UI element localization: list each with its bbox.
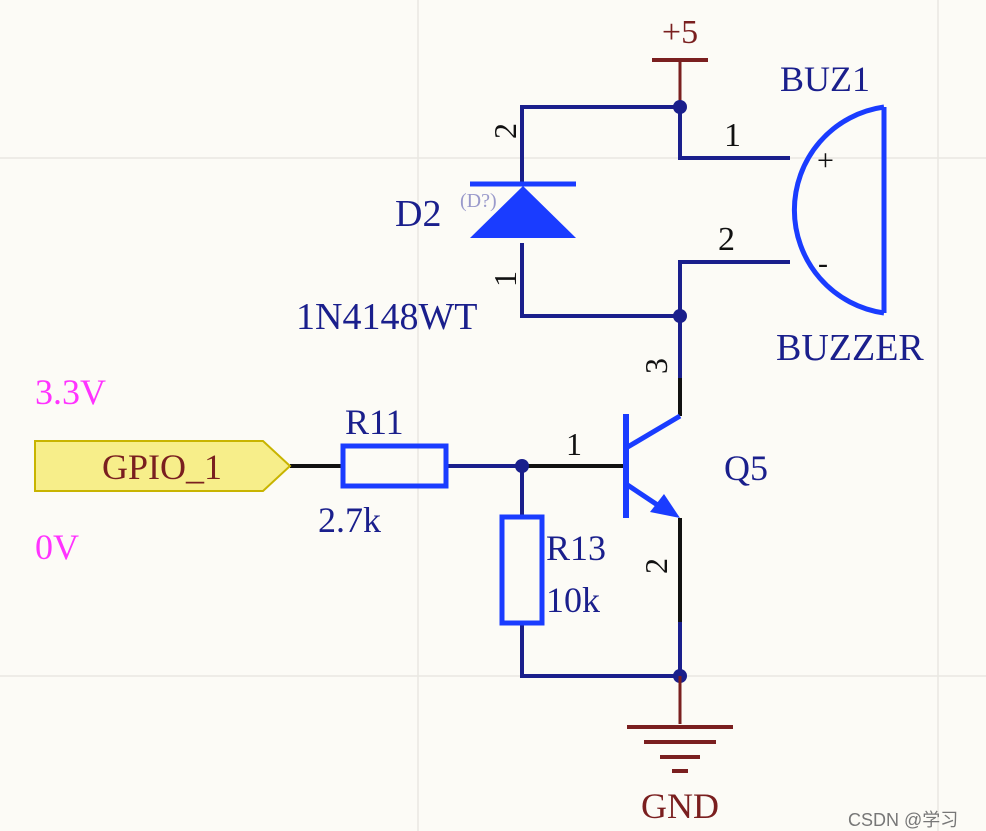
buzzer-minus: - [818,247,828,280]
gpio-port-label: GPIO_1 [102,447,222,487]
resistor-r13[interactable] [499,514,545,626]
r11-ref: R11 [345,402,404,442]
diode-ref: D2 [395,193,441,235]
r13-ref: R13 [546,528,606,568]
r11-value: 2.7k [318,500,381,540]
watermark: CSDN @学习 [848,810,958,830]
gpio-port[interactable] [34,440,292,492]
wire-buzzer-pin1 [678,107,790,160]
buzzer-plus: + [817,144,834,177]
q5-pin-emitter: 2 [638,558,674,574]
gnd-label: GND [641,786,719,826]
junction-dot [673,100,687,114]
q5-ref: Q5 [724,448,768,488]
resistor-r11[interactable] [340,443,449,489]
vcc-power-symbol[interactable] [652,58,708,104]
wire-diode-cathode [520,105,680,184]
gnd-power-symbol[interactable] [627,676,733,773]
diode-part: 1N4148WT [296,296,478,338]
buzzer-buz1[interactable] [791,104,887,316]
vcc-label: +5 [662,14,698,51]
diode-ghost-ref: (D?) [460,190,497,212]
buzzer-part: BUZZER [776,327,924,369]
transistor-q5[interactable] [623,413,682,518]
wires [446,105,790,678]
emitter-arrow [650,494,680,518]
buzzer-pin2: 2 [718,221,735,258]
diode-pin-anode: 1 [487,271,523,287]
diode-pin-cathode: 2 [487,123,523,139]
junction-dot [515,459,529,473]
diode-d2[interactable] [470,181,576,238]
buzzer-pin1: 1 [724,117,741,154]
wire-r13-gnd [520,623,680,678]
wire-buzzer-pin2 [678,260,790,316]
voltage-high-label: 3.3V [35,372,106,412]
wire-diode-anode [520,243,680,318]
q5-pin-base: 1 [566,426,582,462]
buzzer-ref: BUZ1 [780,59,870,99]
r13-value: 10k [546,580,600,620]
q5-pin-collector: 3 [638,358,674,374]
black-wires [290,378,682,676]
diode-triangle [470,186,576,238]
voltage-low-label: 0V [35,527,79,567]
junction-dot [673,309,687,323]
buzzer-body [791,104,885,316]
